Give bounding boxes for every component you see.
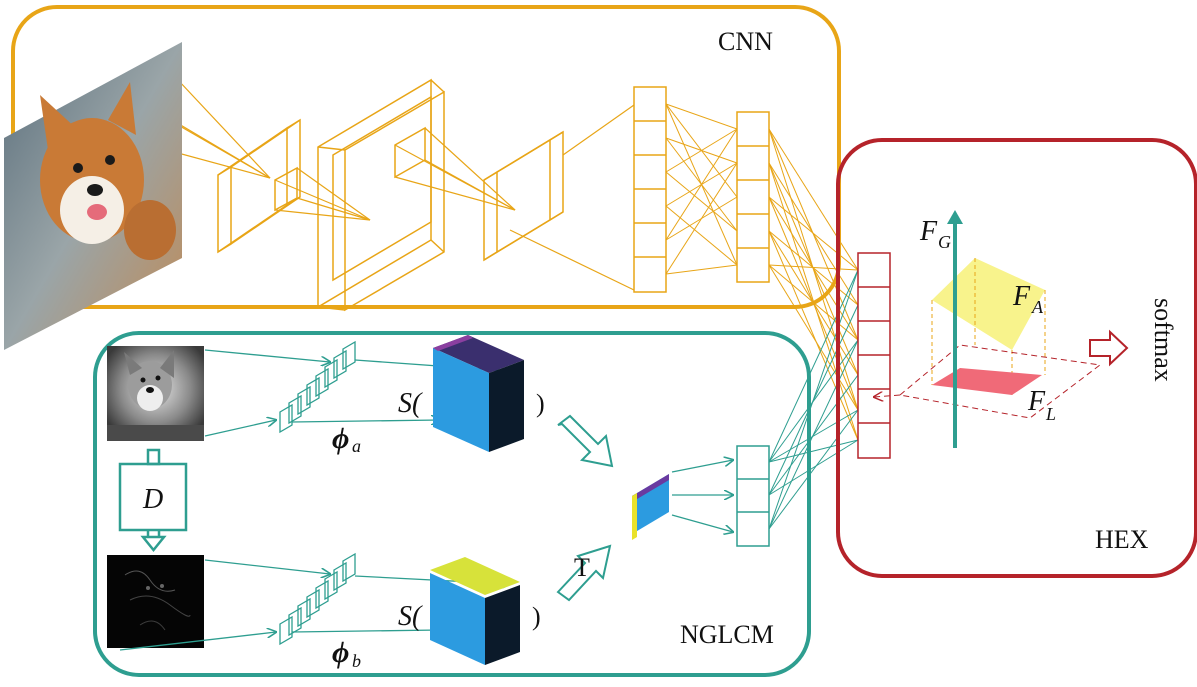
fa-subscript: A [1031,297,1044,317]
phi-b-label: ϕ [332,636,349,669]
nglcm-to-hex-links [768,269,859,530]
filter-stack-b [279,552,356,646]
softmax-label: softmax [1149,298,1178,382]
filter-stack-a [279,340,356,434]
fusion-arrow-top [557,414,614,468]
fg-label: F [919,216,938,247]
phi-a-subscript: a [352,436,361,456]
cnn-dense-links [665,103,738,275]
cnn-fc-column-2 [736,111,770,283]
nglcm-fc-column [736,445,770,547]
fl-label: F [1027,386,1046,417]
input-dog-image [4,42,182,350]
cnn-connections [129,79,635,291]
plane-fa [932,258,1045,350]
cube-bottom [430,557,520,665]
s-open-top: S( [398,388,423,419]
edge-map-image [107,555,204,648]
hex-column [857,252,891,459]
cnn-fc-column-1 [633,86,667,293]
phi-a-label: ϕ [332,422,349,455]
s-open-bottom: S( [398,601,423,632]
grayscale-dog-image [107,346,204,441]
hex-label: HEX [1095,525,1149,554]
softmax-arrow [1089,329,1129,367]
fused-feature-slab [632,474,669,540]
nglcm-label: NGLCM [680,620,774,649]
plane-outline [898,344,1102,419]
plane-fl [932,368,1042,395]
hex-output-link [874,395,901,397]
fl-subscript: L [1045,404,1056,424]
fusion-arrow-bottom [556,544,612,602]
operator-d-block [118,448,188,552]
hex-box [836,138,1197,578]
cube-top [433,335,524,452]
operator-d-label: D [142,484,163,515]
cnn-label: CNN [718,27,773,56]
nglcm-box [93,331,811,677]
s-close-bottom: ) [532,602,541,631]
fg-subscript: G [938,232,951,252]
transpose-label: T [574,553,590,582]
cnn-to-hex-links [768,128,859,441]
s-close-top: ) [536,389,545,418]
fa-label: F [1012,281,1031,312]
fg-axis-head [947,210,963,224]
phi-b-subscript: b [352,651,361,671]
